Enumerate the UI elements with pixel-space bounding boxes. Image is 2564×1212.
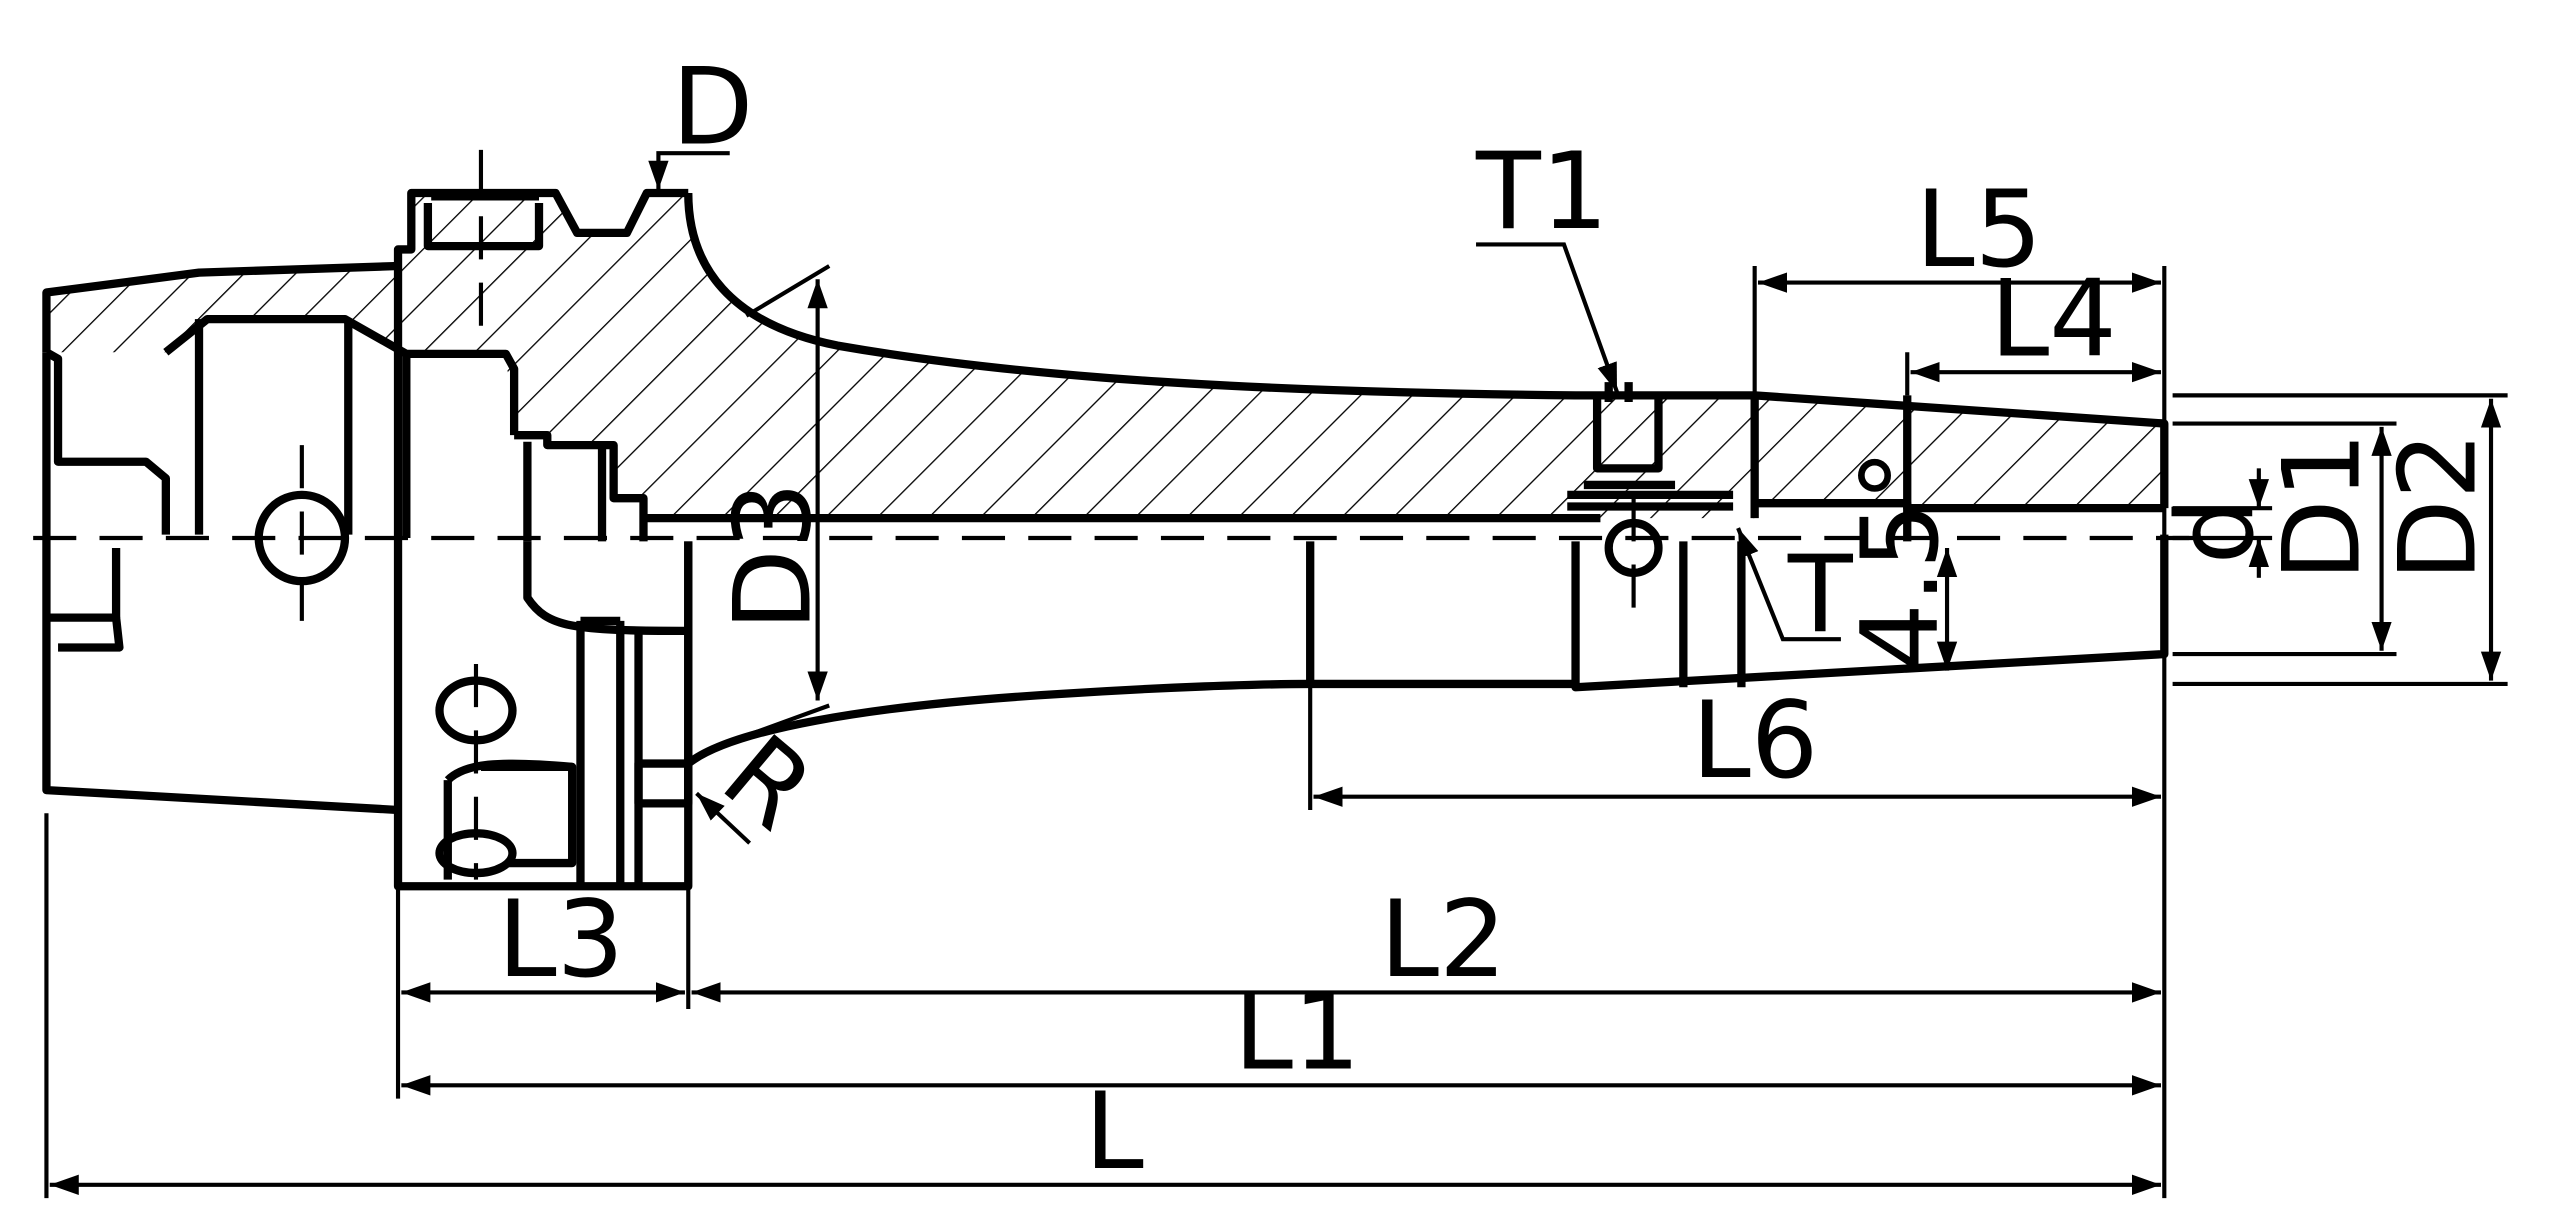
dimension-lines <box>44 151 2508 1199</box>
label-D: D <box>672 45 754 169</box>
label-L1: L1 <box>1234 971 1361 1095</box>
label-L5: L5 <box>1916 168 2043 292</box>
center-lines <box>33 149 2190 880</box>
label-D1: D1 <box>2260 432 2384 581</box>
holder-outline <box>42 188 2169 891</box>
label-L4: L4 <box>1990 258 2117 382</box>
label-R: R <box>700 712 836 854</box>
label-L2: L2 <box>1380 878 1507 1002</box>
label-T: T <box>1787 533 1854 657</box>
label-L6: L6 <box>1692 679 1819 803</box>
label-angle: 4.5° <box>1839 449 1963 671</box>
label-L: L <box>1085 1070 1144 1194</box>
label-T1: T1 <box>1475 130 1608 254</box>
label-D3: D3 <box>711 482 835 631</box>
dimension-labels: D T1 L5 L4 D3 d D1 D2 T 4.5° L6 R L3 L2 … <box>498 45 2501 1194</box>
label-D2: D2 <box>2376 432 2500 581</box>
section-hatching <box>46 193 2165 519</box>
label-L3: L3 <box>498 878 625 1002</box>
label-d: d <box>2154 497 2278 564</box>
